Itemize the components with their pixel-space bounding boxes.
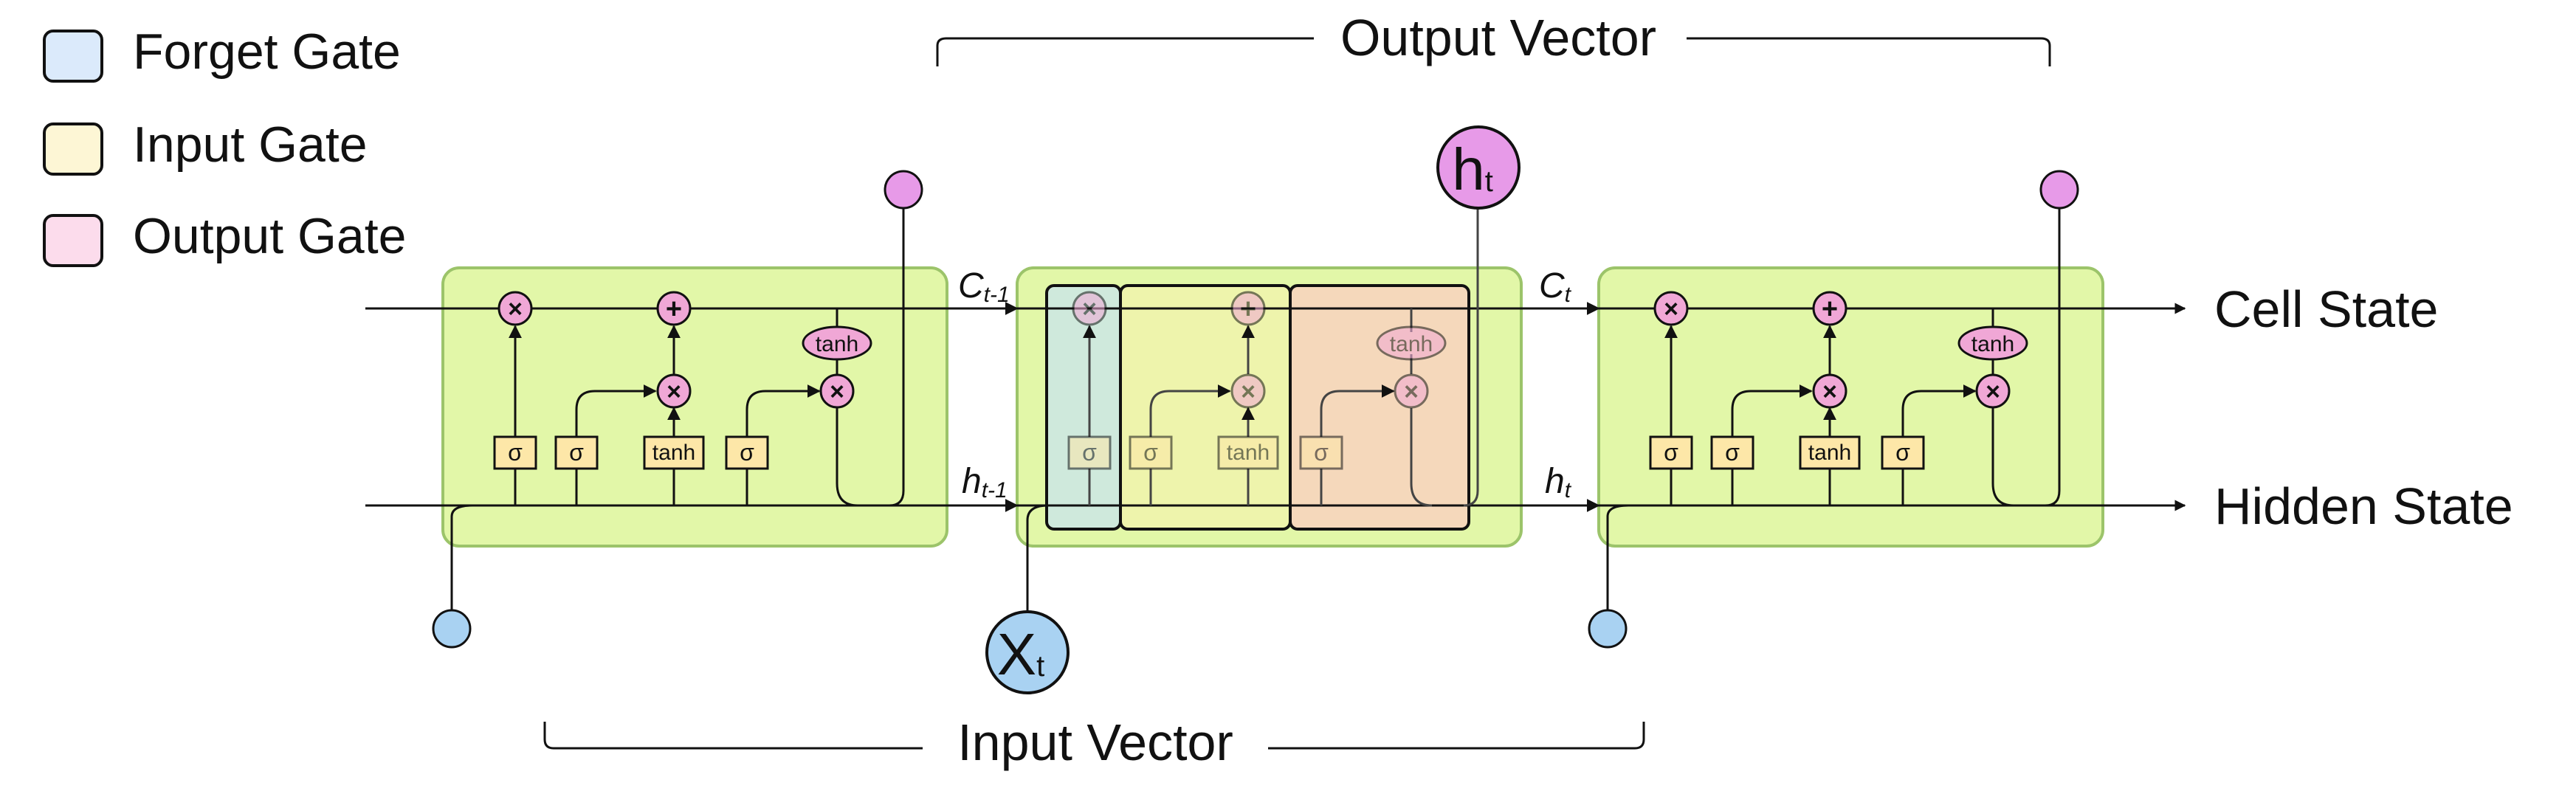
legend-swatch-input [43,122,103,176]
input-node-next [1588,609,1628,649]
sigmoid-symbol: σ [569,439,584,466]
sigmoid-symbol: σ [740,439,754,466]
sigmoid-symbol: σ [1082,439,1097,466]
output-sigmoid-box [1299,435,1343,470]
output-node-next [2039,170,2079,210]
multiply-op-symbol: × [1241,378,1256,406]
output-sigmoid-box [1881,435,1925,470]
legend-label-output: Output Gate [133,208,406,264]
multiply-op-symbol: × [1664,295,1678,323]
multiply-op-symbol: × [1822,378,1837,406]
multiply-op [1394,373,1429,409]
cell-internals-current: × + × × tanh σ σ tanh σ [1067,207,1479,507]
input-sigmoid-box [1129,435,1173,470]
input-sigmoid-box [1710,435,1754,470]
multiply-op [1072,291,1107,326]
multiply-op [1975,373,2011,409]
output-vector-label: Output Vector [1340,9,1656,66]
tanh-op-label: tanh [1971,332,2014,356]
add-op-symbol: + [666,294,682,325]
hidden-state-label: Hidden State [2214,477,2513,535]
add-op-symbol: + [1822,294,1838,325]
sigmoid-symbol: σ [508,439,523,466]
legend-swatch-forget [43,30,103,83]
input-tanh-box [643,435,705,470]
tanh-op-label: tanh [1390,332,1433,356]
cell-internals-next: × + × × tanh σ σ tanh σ [1606,207,2061,627]
input-vector-brace [543,722,1645,750]
legend-label-input: Input Gate [133,117,368,173]
x-input-line [1026,504,1049,612]
add-op-symbol: + [1240,294,1256,325]
cell-state-label: Cell State [2214,280,2438,338]
svg-text:ht: ht [1452,137,1493,202]
h-t-output-node: ht [1436,125,1521,210]
input-gate-region [1119,284,1292,531]
sigmoid-symbol: σ [1664,439,1678,466]
tanh-op [802,325,872,361]
forget-sigmoid-box [1067,435,1112,470]
input-tanh-box [1217,435,1279,470]
input-sigmoid-box [554,435,599,470]
tanh-label: tanh [652,441,695,465]
multiply-op [819,373,855,409]
multiply-op-symbol: × [1404,378,1419,406]
output-sigmoid-box [725,435,769,470]
legend-item-forget: Forget Gate [43,24,401,83]
input-vector-label: Input Vector [957,714,1233,771]
multiply-op-symbol: × [830,378,844,406]
tanh-op [1376,325,1447,361]
output-node-previous [884,170,923,210]
multiply-op-symbol: × [667,378,681,406]
sigmoid-symbol: σ [1895,439,1910,466]
sigmoid-symbol: σ [1143,439,1158,466]
multiply-op-symbol: × [1082,295,1097,323]
x-t-input-node: Xt [985,610,1070,694]
multiply-op [1653,291,1689,326]
tanh-op [1957,325,2028,361]
legend-swatch-output [43,214,103,267]
output-vector-brace [936,37,2051,66]
multiply-op [1230,373,1266,409]
legend-label-forget: Forget Gate [133,24,401,80]
svg-text:Xt: Xt [997,621,1044,687]
tanh-op-label: tanh [816,332,858,356]
add-op [656,291,692,326]
cell-internals-previous: × + × × tanh σ σ tanh σ [450,207,905,627]
multiply-op [497,291,533,326]
add-op [1230,291,1266,326]
forget-sigmoid-box [493,435,537,470]
output-gate-region [1289,284,1470,531]
legend: Forget Gate Input Gate Output Gate [43,24,406,267]
add-op [1812,291,1847,326]
h-prev-label: ht-1 [962,462,1008,503]
legend-item-output: Output Gate [43,208,406,267]
forget-sigmoid-box [1649,435,1693,470]
c-prev-label: Ct-1 [958,266,1010,307]
input-node-previous [432,609,472,649]
multiply-op-symbol: × [508,295,523,323]
multiply-op [1812,373,1847,409]
c-next-label: Ct [1539,266,1572,307]
tanh-label: tanh [1808,441,1851,465]
sigmoid-symbol: σ [1725,439,1740,466]
input-tanh-box [1799,435,1861,470]
multiply-op [656,373,692,409]
h-next-label: ht [1545,462,1572,503]
legend-item-input: Input Gate [43,117,368,176]
multiply-op-symbol: × [1986,378,2000,406]
sigmoid-symbol: σ [1314,439,1329,466]
tanh-label: tanh [1227,441,1270,465]
